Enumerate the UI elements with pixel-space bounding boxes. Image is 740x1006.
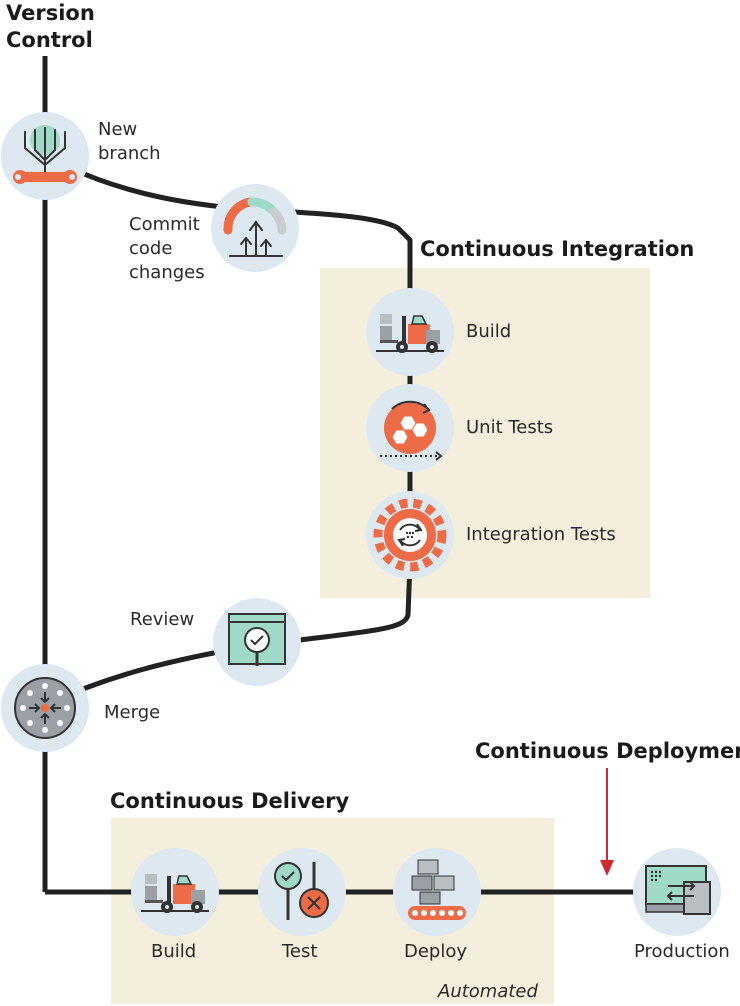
conveyor-boxes-icon	[408, 859, 466, 920]
merge-label: Merge	[104, 702, 161, 723]
forklift-icon	[141, 874, 209, 913]
deploy-label: Deploy	[404, 941, 468, 962]
cd-build-label: Build	[151, 941, 197, 962]
monitor-transfer-icon	[645, 865, 711, 915]
integration-tests-label: Integration Tests	[466, 524, 616, 545]
hexagon-cycle-icon	[380, 400, 443, 461]
automated-label: Automated	[438, 981, 538, 1002]
merge-target-icon	[14, 677, 76, 739]
branch-wrench-icon	[13, 125, 77, 184]
continuous-deployment-header: Continuous Deployment	[475, 739, 740, 763]
test-node	[258, 848, 346, 936]
ci-header: Continuous Integration	[420, 237, 695, 261]
ci-to-review-line	[256, 562, 413, 648]
version-control-header: Version Control	[6, 1, 95, 52]
review-label: Review	[130, 609, 195, 630]
cd-header: Continuous Delivery	[110, 789, 350, 813]
gear-icon	[373, 498, 447, 572]
commit-label: Commit code changes	[129, 214, 205, 283]
test-label: Test	[282, 941, 318, 962]
new-branch-label: New branch	[98, 119, 161, 164]
forklift-icon	[376, 314, 444, 353]
unit-tests-label: Unit Tests	[466, 417, 554, 438]
commit-gauge-icon	[223, 197, 287, 257]
deployment-arrow	[600, 768, 614, 876]
ci-build-label: Build	[466, 321, 512, 342]
magnifier-check-icon	[228, 613, 286, 666]
production-label: Production	[634, 941, 730, 962]
check-cross-icon	[274, 862, 329, 920]
